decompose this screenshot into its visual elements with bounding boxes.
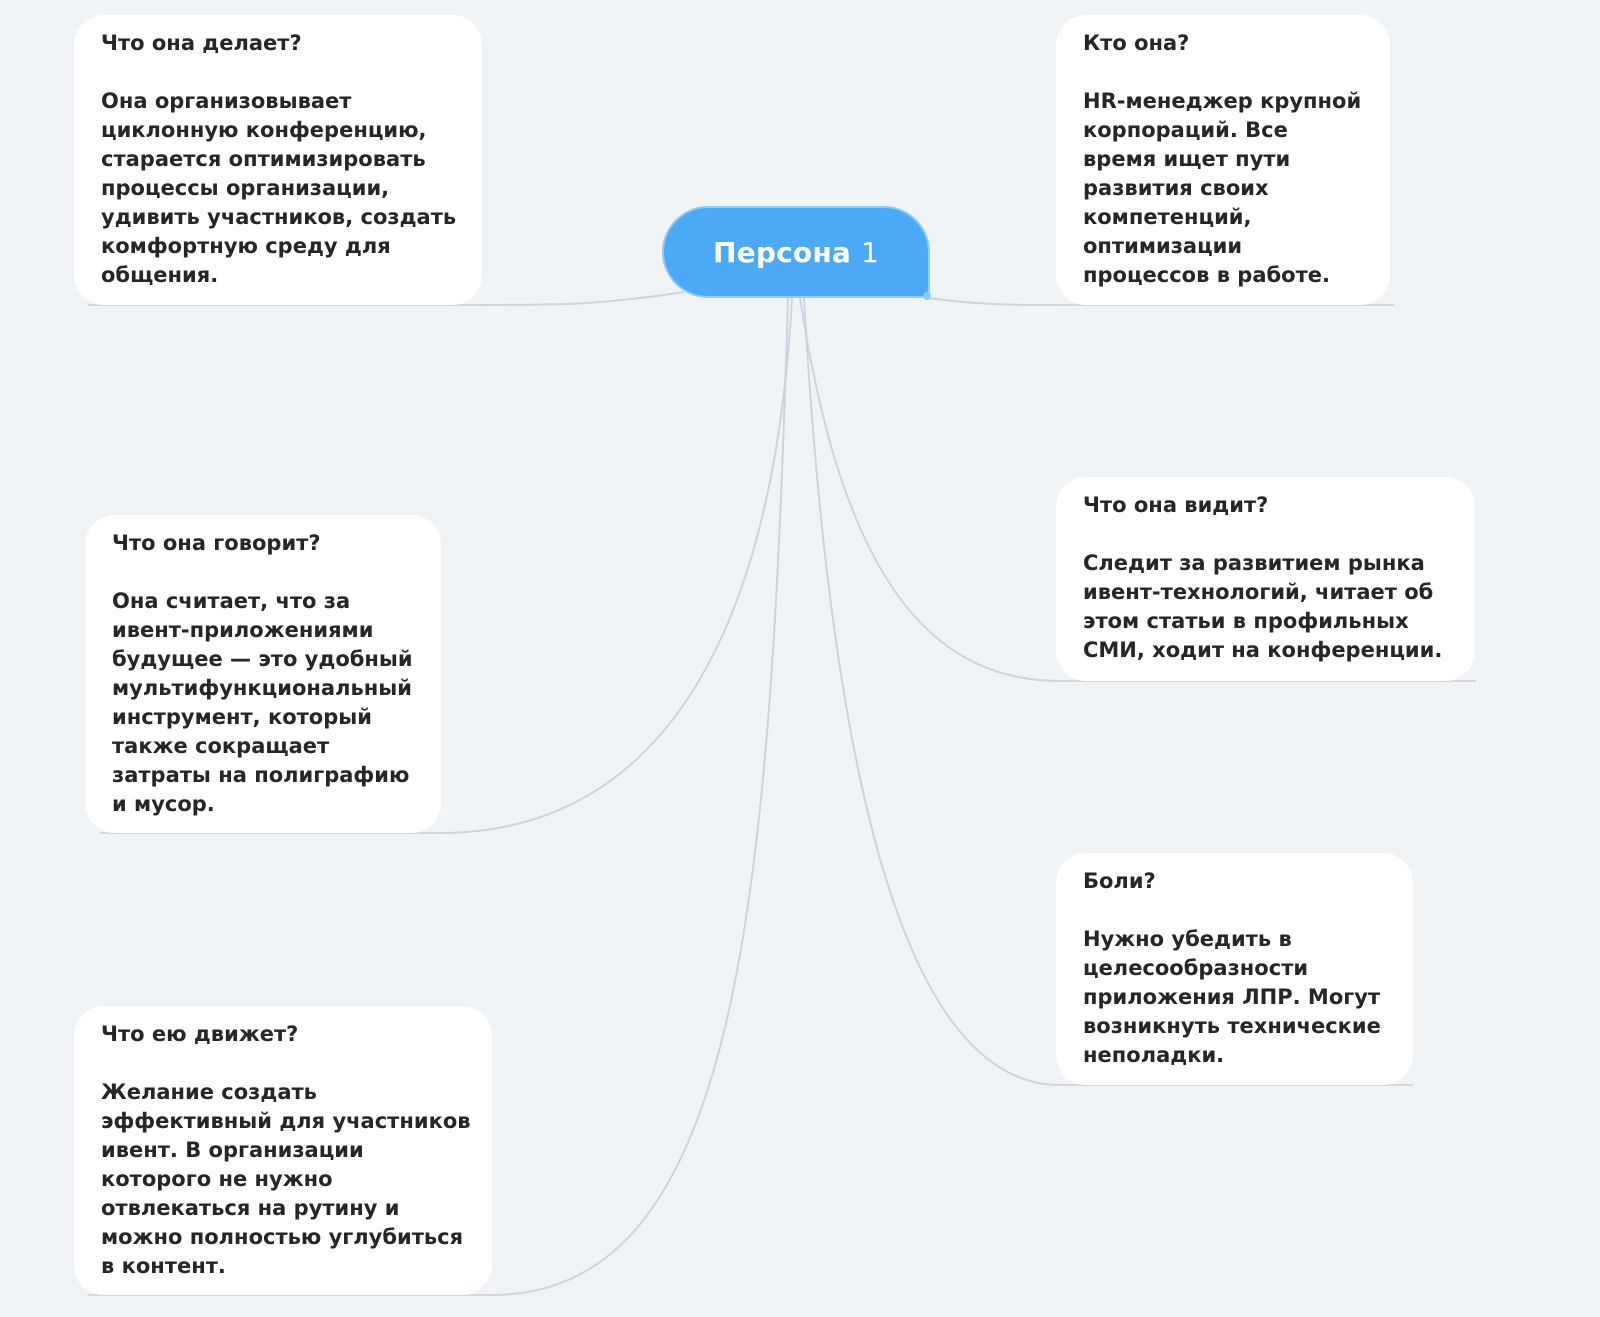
- node-heading: Боли?: [1083, 869, 1156, 893]
- node-heading: Что она делает?: [101, 31, 302, 55]
- node-what-she-sees[interactable]: Что она видит? Следит за развитием рынка…: [1056, 477, 1475, 681]
- node-heading: Что ею движет?: [101, 1022, 299, 1046]
- node-body: Она организовывает циклонную конференцию…: [101, 89, 457, 287]
- node-what-she-does[interactable]: Что она делает? Она организовывает цикло…: [74, 15, 482, 305]
- node-body: Следит за развитием рынка ивент-технолог…: [1083, 551, 1443, 662]
- node-body: Она считает, что за ивент-приложениями б…: [112, 589, 413, 816]
- node-body: Нужно убедить в целесообразности приложе…: [1083, 927, 1381, 1067]
- node-heading: Что она видит?: [1083, 493, 1269, 517]
- connector-sees: [799, 297, 1061, 682]
- connector-says: [439, 297, 793, 834]
- connector-drive: [491, 297, 789, 1296]
- connector-does: [479, 291, 685, 306]
- node-body: HR-менеджер крупной корпораций. Все врем…: [1083, 89, 1362, 287]
- connector-pains: [803, 297, 1061, 1086]
- node-who-she-is[interactable]: Кто она? HR-менеджер крупной корпораций.…: [1056, 15, 1390, 305]
- node-body: Желание создать эффективный для участник…: [101, 1080, 471, 1278]
- central-node-title: Персона: [713, 235, 851, 269]
- node-heading: Кто она?: [1083, 31, 1190, 55]
- connector-who: [927, 297, 1061, 306]
- node-pains[interactable]: Боли? Нужно убедить в целесообразности п…: [1056, 853, 1413, 1085]
- central-node-number: 1: [860, 235, 879, 269]
- resize-handle[interactable]: [923, 292, 931, 300]
- node-heading: Что она говорит?: [112, 531, 321, 555]
- node-what-she-says[interactable]: Что она говорит? Она считает, что за иве…: [85, 515, 441, 833]
- central-node[interactable]: Персона 1: [662, 206, 930, 298]
- node-what-drives-her[interactable]: Что ею движет? Желание создать эффективн…: [74, 1006, 492, 1295]
